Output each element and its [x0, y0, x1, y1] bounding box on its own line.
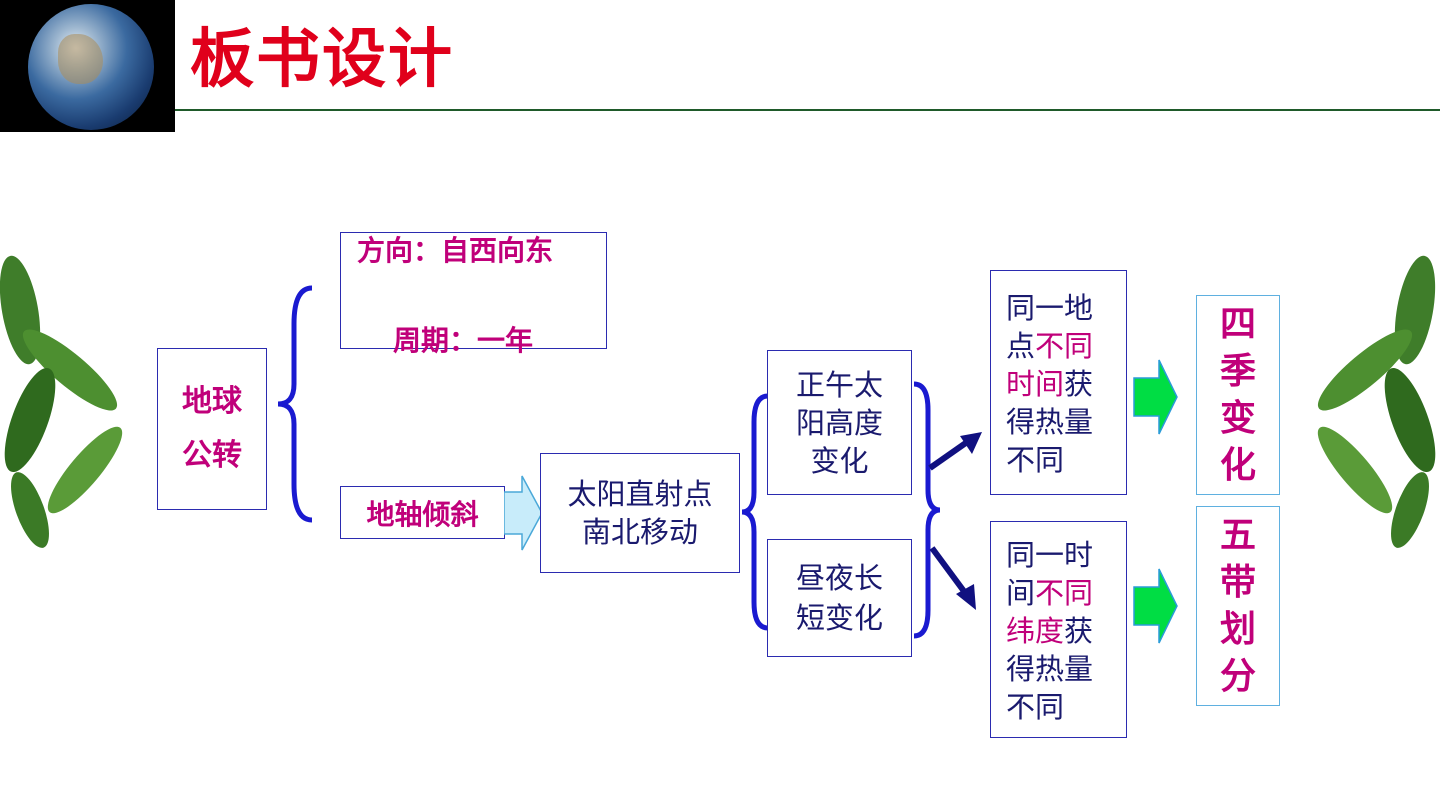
middle-left-brace: [741, 393, 769, 631]
same-place-line3: 时间获: [1006, 365, 1126, 403]
noon-altitude-line3: 变化: [810, 443, 869, 478]
same-place-line2: 点不同: [1006, 327, 1126, 365]
green-arrow-bottom: [1133, 568, 1178, 644]
same-time-line2a: 间: [1006, 576, 1036, 610]
same-time-line4: 得热量: [1006, 652, 1094, 686]
light-blue-arrow: [504, 475, 543, 551]
noon-altitude-line2: 阳高度: [795, 405, 883, 440]
header-divider: [175, 109, 1440, 111]
seasons-char4: 化: [1219, 445, 1256, 486]
same-time-line5: 不同: [1006, 690, 1065, 724]
same-time-line2: 间不同: [1006, 574, 1126, 612]
earth-revolution-box: 地球 公转: [157, 348, 267, 510]
page-title: 板书设计: [190, 23, 454, 97]
seasons-char1: 四: [1219, 304, 1256, 345]
seasons-box: 四 季 变 化: [1196, 295, 1280, 495]
direction-text: 方向：自西向东: [357, 234, 554, 267]
zones-char4: 分: [1219, 656, 1256, 697]
direct-point-line1: 太阳直射点: [567, 477, 713, 511]
same-place-highlight1: 不同: [1035, 329, 1094, 363]
same-place-line5: 不同: [1006, 443, 1065, 477]
zones-box: 五 带 划 分: [1196, 506, 1280, 706]
zones-char3: 划: [1219, 609, 1256, 650]
earth-revolution-line2: 公转: [182, 438, 242, 473]
direct-point-box: 太阳直射点 南北移动: [540, 453, 740, 573]
period-text: 周期：一年: [393, 324, 534, 357]
green-arrow-top: [1133, 359, 1178, 435]
same-place-line1: 同一地: [1006, 291, 1094, 325]
same-place-highlight2: 时间: [1006, 367, 1065, 401]
earth-globe-image: [28, 4, 154, 130]
day-length-line1: 昼夜长: [795, 561, 883, 595]
direct-point-line2: 南北移动: [581, 515, 698, 549]
axial-tilt-box: 地轴倾斜: [340, 486, 505, 539]
same-place-line2a: 点: [1006, 329, 1036, 363]
same-time-box: 同一时 间不同 纬度获 得热量 不同: [990, 521, 1127, 738]
diagonal-arrows: [928, 432, 982, 610]
noon-altitude-line1: 正午太: [795, 367, 883, 402]
same-place-line3b: 获: [1064, 367, 1094, 401]
seasons-char3: 变: [1219, 398, 1256, 439]
noon-altitude-box: 正午太 阳高度 变化: [767, 350, 912, 495]
same-place-line4: 得热量: [1006, 405, 1094, 439]
direction-period-box: 方向：自西向东 周期：一年: [340, 232, 607, 357]
same-time-highlight2: 纬度: [1006, 614, 1065, 648]
leaf-decoration-right: [1317, 255, 1436, 548]
seasons-char2: 季: [1219, 351, 1256, 392]
same-time-line1: 同一时: [1006, 538, 1094, 572]
left-brace: [277, 285, 313, 523]
same-time-line3: 纬度获: [1006, 612, 1126, 650]
zones-char1: 五: [1219, 515, 1256, 556]
same-place-box: 同一地 点不同 时间获 得热量 不同: [990, 270, 1127, 495]
leaf-decoration-left: [0, 255, 123, 548]
day-length-line2: 短变化: [795, 601, 883, 635]
zones-char2: 带: [1219, 562, 1256, 603]
same-time-line3b: 获: [1064, 614, 1094, 648]
day-length-box: 昼夜长 短变化: [767, 539, 912, 657]
middle-right-brace: [913, 381, 941, 639]
earth-revolution-line1: 地球: [182, 384, 242, 419]
same-time-highlight1: 不同: [1035, 576, 1094, 610]
